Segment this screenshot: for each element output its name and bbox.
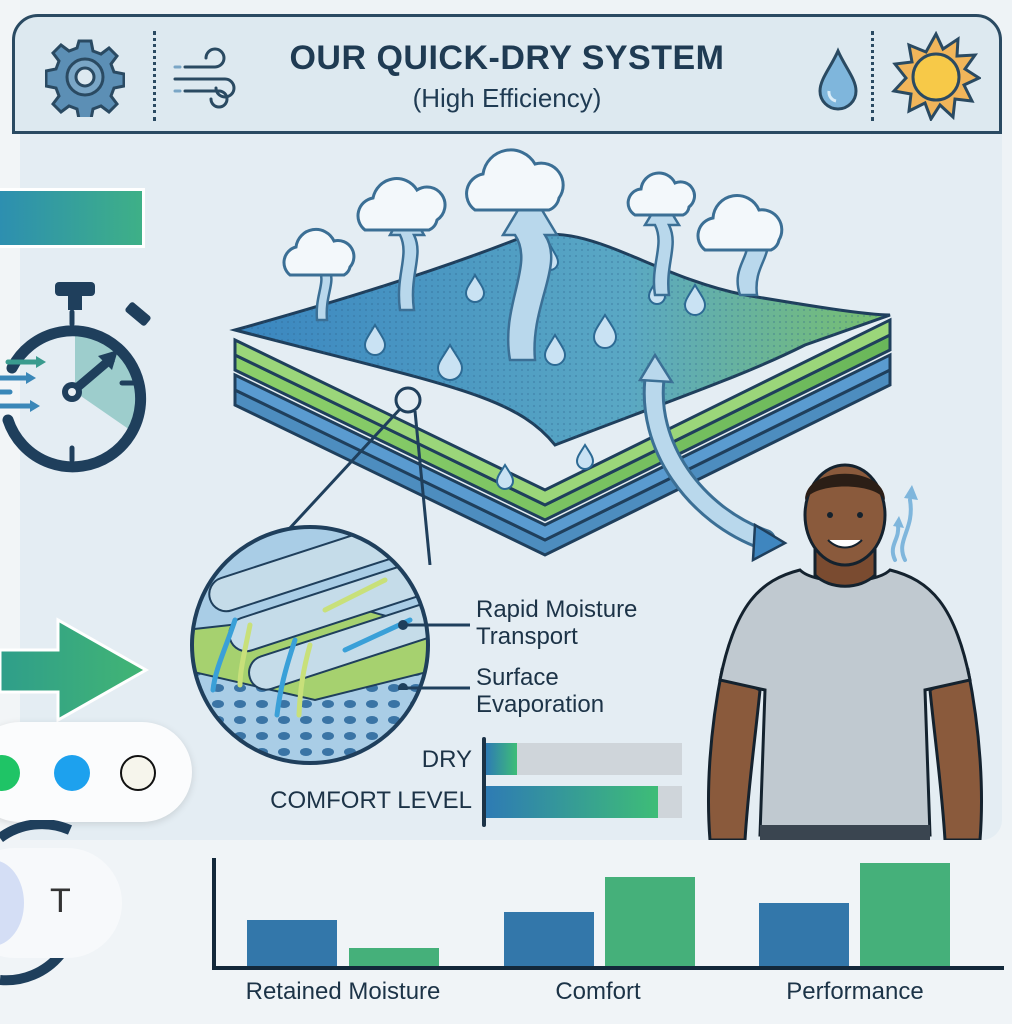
green-arrow-icon <box>0 617 150 723</box>
text-tool-label: T <box>50 882 71 920</box>
fabric-layers-illustration <box>229 148 892 565</box>
chart-y-axis <box>212 858 216 970</box>
athlete-person-illustration <box>707 463 983 840</box>
water-drop-icon <box>818 47 858 111</box>
stopwatch-partial-icon <box>0 820 73 986</box>
swatch-blue[interactable] <box>54 755 90 791</box>
swatch-white[interactable] <box>120 755 156 791</box>
bar-retained-moisture-standard <box>247 920 337 966</box>
color-palette <box>0 722 192 822</box>
wind-icon <box>173 47 236 109</box>
separator <box>153 31 156 121</box>
callout-leader-lines <box>398 620 470 690</box>
sun-icon <box>891 31 981 121</box>
chart-x-axis <box>212 966 1004 970</box>
meter-dry <box>486 743 682 775</box>
header-banner: OUR QUICK-DRY SYSTEM (High Efficiency) <box>12 14 1002 134</box>
stopwatch-icon <box>0 282 151 473</box>
bar-retained-moisture-quickdry <box>349 948 439 966</box>
separator <box>871 31 874 121</box>
bar-performance-quickdry <box>860 863 950 966</box>
bar-comfort-quickdry <box>605 877 695 966</box>
meter-comfort <box>486 786 682 818</box>
gear-icon <box>45 39 125 117</box>
meter-comfort-fill <box>486 786 659 818</box>
category-label: Comfort <box>555 978 641 1005</box>
callout-moisture-transport: Rapid Moisture Transport <box>476 596 638 650</box>
page-subtitle: (High Efficiency) <box>412 83 602 113</box>
meter-label-comfort: COMFORT LEVEL <box>270 787 472 814</box>
bar-comfort-standard <box>504 912 594 966</box>
meter-label-dry: DRY <box>421 746 472 773</box>
tool-selector-circle[interactable] <box>0 860 24 946</box>
gradient-progress-bar <box>0 188 145 248</box>
category-label: Retained Moisture <box>245 978 441 1005</box>
meter-axis <box>482 737 486 827</box>
swatch-green[interactable] <box>0 755 20 791</box>
callout-surface-evaporation: Surface Evaporation <box>476 664 605 718</box>
bar-performance-standard <box>759 903 849 966</box>
category-label: Performance <box>786 978 924 1005</box>
page-title: OUR QUICK-DRY SYSTEM <box>289 39 725 77</box>
text-tool-pill[interactable]: T <box>0 848 122 958</box>
meter-dry-fill <box>486 743 518 775</box>
